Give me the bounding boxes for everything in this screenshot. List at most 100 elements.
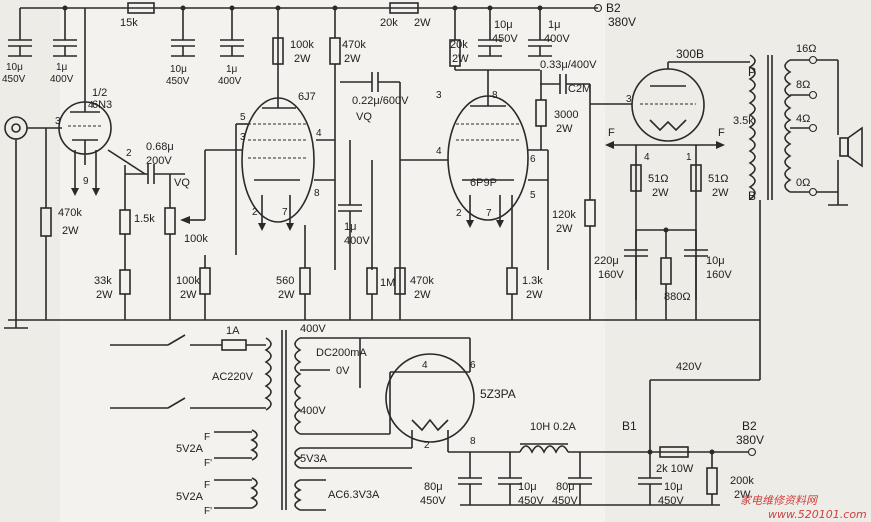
pt-400v-top: 400V xyxy=(300,323,326,335)
c-in1-value: 10μ xyxy=(6,62,23,73)
r-120k-value: 120k xyxy=(552,209,576,221)
tube-6j7-name: 6J7 xyxy=(298,91,316,103)
pin-300b-1: 1 xyxy=(686,152,692,163)
c-1u-mid-value: 1μ xyxy=(344,221,356,233)
c-in2-rating: 400V xyxy=(50,74,74,85)
r-1m-value: 1M xyxy=(380,277,395,289)
pt-fp-1: F' xyxy=(204,458,212,469)
ot-tap-8: 8Ω xyxy=(796,79,810,91)
c-dec2-value: 1μ xyxy=(226,64,238,75)
r-100k-b-value: 100k xyxy=(176,275,200,287)
pin-300b-f1: F xyxy=(608,127,615,139)
r-33k-rating: 2W xyxy=(96,289,113,301)
c-10u-160-rating: 160V xyxy=(706,269,732,281)
tube-5z3pa-name: 5Z3PA xyxy=(480,387,516,401)
c-10u-450c-rating: 450V xyxy=(658,495,684,507)
c-in1-rating: 450V xyxy=(2,74,26,85)
pt-f-2: F xyxy=(204,480,210,491)
v420-label: 420V xyxy=(676,361,702,373)
ot-impedance: 3.5k xyxy=(733,115,754,127)
pin-6p9p-2: 2 xyxy=(456,208,462,219)
b2-top-volt: 380V xyxy=(608,15,636,29)
c-10u-450-value: 10μ xyxy=(494,19,513,31)
c-220-value: 220μ xyxy=(594,255,619,267)
r-470k-mid-rating: 2W xyxy=(414,289,431,301)
c-220-rating: 160V xyxy=(598,269,624,281)
b1-label: B1 xyxy=(622,419,637,433)
c-dec1-rating: 450V xyxy=(166,76,190,87)
tube-300b-name: 300B xyxy=(676,47,704,61)
c-10u-450b-rating: 450V xyxy=(518,495,544,507)
pin-5z3pa-6: 6 xyxy=(470,360,476,371)
tube-6j7 xyxy=(235,8,336,270)
pin-300b-f2: F xyxy=(718,127,725,139)
r-470k-2w-value: 470k xyxy=(342,39,366,51)
r-100k-2w-rating: 2W xyxy=(294,53,311,65)
c-022-value: 0.22μ/600V xyxy=(352,95,409,107)
r-33k-value: 33k xyxy=(94,275,112,287)
pin-6n3-p: 2 xyxy=(126,148,132,159)
r-3000-rating: 2W xyxy=(556,123,573,135)
r-20k-top-value: 20k xyxy=(380,17,398,29)
pin-300b-4: 4 xyxy=(644,152,650,163)
r-100k-b-rating: 2W xyxy=(180,289,197,301)
b2-bottom-volt: 380V xyxy=(736,433,764,447)
tube-6n3 xyxy=(58,8,146,196)
c-10u-450-rating: 450V xyxy=(492,33,518,45)
c-033-label: C2M xyxy=(568,83,591,95)
r-200k-rating: 2W xyxy=(734,489,751,501)
middle-components xyxy=(40,8,708,320)
r-51a-value: 51Ω xyxy=(648,173,668,185)
pin-5z3pa-8: 8 xyxy=(470,436,476,447)
r-51b-rating: 2W xyxy=(712,187,729,199)
pin-6j7-4: 4 xyxy=(316,128,322,139)
r-100k-mid: 100k xyxy=(184,233,208,245)
c-1u-400-rating: 400V xyxy=(544,33,570,45)
c-022-vq: VQ xyxy=(356,111,372,123)
c-1u-mid-rating: 400V xyxy=(344,235,370,247)
pin-6j7-5: 5 xyxy=(240,112,246,123)
choke-label: 10H 0.2A xyxy=(530,421,577,433)
pt-5v2a-2: 5V2A xyxy=(176,491,204,503)
pin-6p9p-8: 8 xyxy=(492,90,498,101)
watermark-url: www.520101.com xyxy=(768,508,867,521)
c-80b-value: 80μ xyxy=(556,481,575,493)
pin-6p9p-6: 6 xyxy=(530,154,536,165)
c-10u-160-value: 10μ xyxy=(706,255,725,267)
ac220-label: AC220V xyxy=(212,371,254,383)
power-section xyxy=(110,330,757,511)
c-80a-rating: 450V xyxy=(420,495,446,507)
r-470k-left-rating: 2W xyxy=(62,225,79,237)
pt-5v3a: 5V3A xyxy=(300,453,328,465)
r-200k-value: 200k xyxy=(730,475,754,487)
r-13k-value: 1.3k xyxy=(522,275,543,287)
r-20k-top-rating: 2W xyxy=(414,17,431,29)
r-3000-value: 3000 xyxy=(554,109,578,121)
b2-top-label: B2 xyxy=(606,1,621,15)
tube-6p9p xyxy=(400,70,549,270)
ot-b-label: B xyxy=(748,189,756,203)
r-120k-rating: 2W xyxy=(556,223,573,235)
tube-6n3-name: 6N3 xyxy=(92,99,112,111)
pin-5z3pa-2: 2 xyxy=(424,440,430,451)
c-in2-value: 1μ xyxy=(56,62,68,73)
ot-tap-0: 0Ω xyxy=(796,177,810,189)
r-15k-label: 15k xyxy=(120,17,138,29)
pin-6n3-g: 3 xyxy=(55,116,61,127)
pin-6p9p-3: 3 xyxy=(436,90,442,101)
r-20k-rating: 2W xyxy=(452,53,469,65)
pin-6n3-k: 4 xyxy=(88,100,94,111)
pin-5z3pa-4: 4 xyxy=(422,360,428,371)
pt-fp-2: F' xyxy=(204,506,212,517)
input-jack xyxy=(4,116,62,320)
ot-tap-16: 16Ω xyxy=(796,43,816,55)
pt-ac63v3a: AC6.3V3A xyxy=(328,489,380,501)
pt-0v: 0V xyxy=(336,365,350,377)
c-80a-value: 80μ xyxy=(424,481,443,493)
b2-bottom-label: B2 xyxy=(742,419,757,433)
ot-tap-4: 4Ω xyxy=(796,113,810,125)
pt-5v2a-1: 5V2A xyxy=(176,443,204,455)
ot-p-label: P xyxy=(748,65,756,79)
